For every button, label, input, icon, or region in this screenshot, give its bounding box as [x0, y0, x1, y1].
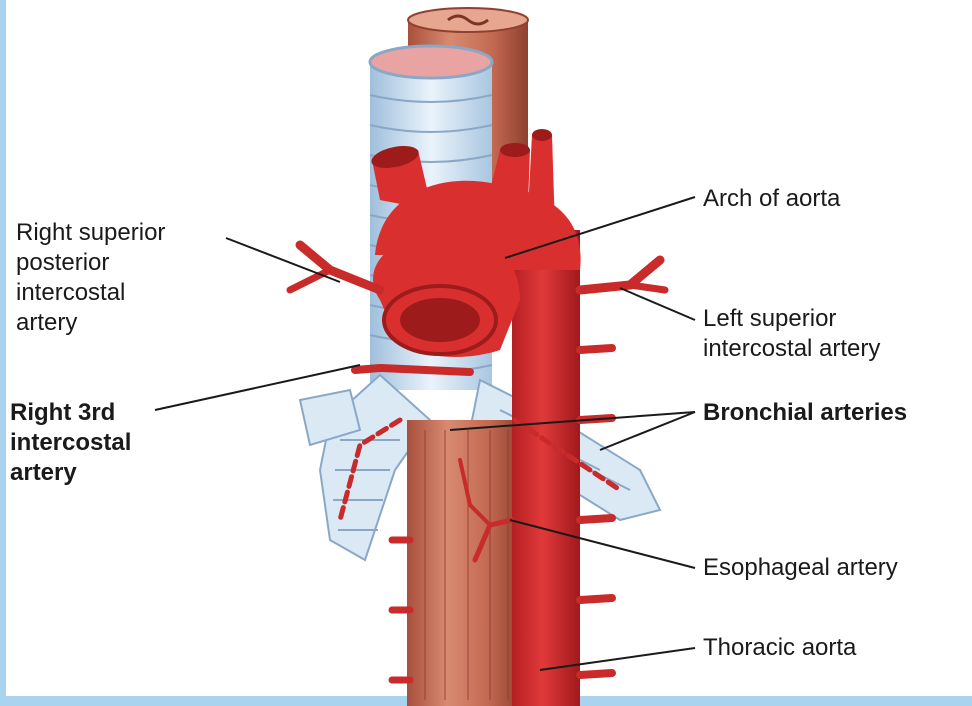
label-bronchial-arteries: Bronchial arteries — [703, 398, 907, 428]
esophagus-lower — [407, 420, 522, 706]
label-thoracic-aorta: Thoracic aorta — [703, 633, 856, 663]
label-arch-of-aorta: Arch of aorta — [703, 184, 840, 214]
label-esophageal-artery: Esophageal artery — [703, 553, 898, 583]
label-right-3rd-intercostal-artery: Right 3rd intercostal artery — [10, 398, 131, 488]
label-left-superior-intercostal-artery: Left superior intercostal artery — [703, 304, 880, 364]
label-right-superior-posterior-intercostal-artery: Right superior posterior intercostal art… — [16, 218, 165, 338]
